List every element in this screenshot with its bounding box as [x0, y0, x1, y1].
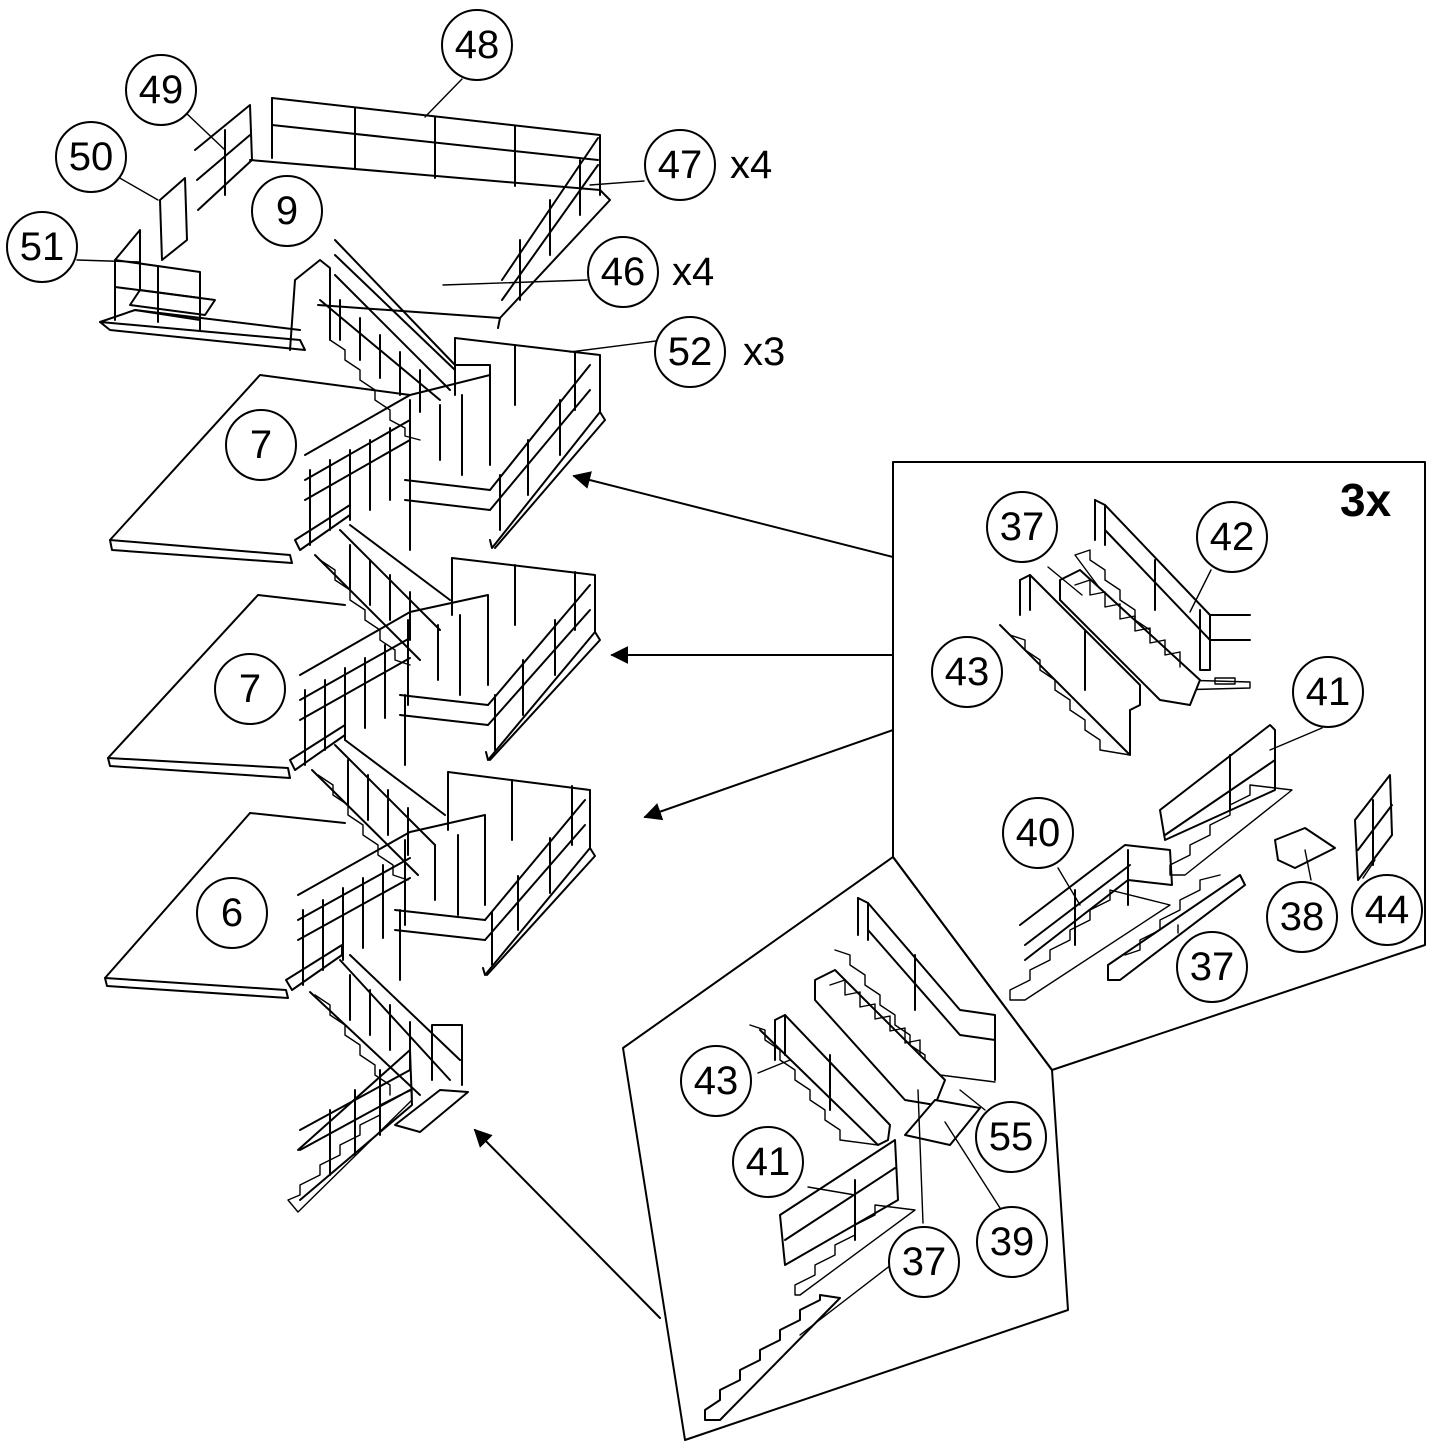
part-43-upper [999, 574, 1141, 756]
multiplier-52: x3 [743, 330, 785, 374]
callout-46: 46 [587, 236, 659, 308]
callout-50: 50 [55, 121, 127, 193]
callout-9: 9 [251, 175, 323, 247]
svg-text:37: 37 [1000, 505, 1045, 549]
detail-panel-lower [622, 856, 1069, 1441]
svg-text:6: 6 [221, 891, 243, 935]
stair-flight-mid-1 [314, 524, 451, 666]
part-41-upper [1159, 724, 1293, 876]
svg-text:41: 41 [1306, 670, 1351, 714]
svg-text:48: 48 [455, 23, 500, 67]
stair-flight-top [289, 239, 491, 441]
top-platform-9 [99, 159, 611, 351]
callout-48: 48 [441, 9, 513, 81]
floor-7-lower [107, 594, 346, 779]
callout-52: 52 [654, 316, 726, 388]
leader-lines [76, 78, 1376, 1336]
part-39 [904, 1099, 981, 1146]
callout-41-lower: 41 [732, 1126, 804, 1198]
callout-37-lower: 37 [888, 1226, 960, 1298]
callout-7-upper: 7 [225, 409, 297, 481]
svg-text:50: 50 [69, 135, 114, 179]
callout-44: 44 [1351, 874, 1423, 946]
arrows [473, 471, 894, 1319]
svg-text:44: 44 [1365, 888, 1410, 932]
part-44 [1354, 774, 1393, 881]
stair-flight-bottom [287, 954, 469, 1213]
part-43-lower [749, 1014, 891, 1146]
svg-text:47: 47 [658, 143, 703, 187]
multiplier-47: x4 [730, 143, 772, 187]
callout-47: 47 [644, 129, 716, 201]
railing-50 [159, 177, 188, 261]
part-37-steps-lower [814, 969, 946, 1106]
svg-text:55: 55 [989, 1115, 1034, 1159]
callout-38: 38 [1266, 881, 1338, 953]
callout-37-panel-top: 37 [986, 491, 1058, 563]
callout-37-panel-mid: 37 [1176, 931, 1248, 1003]
callout-43-panel: 43 [931, 636, 1003, 708]
callout-49: 49 [125, 54, 197, 126]
svg-text:49: 49 [139, 68, 184, 112]
part-37-lower-in-panel [1107, 874, 1246, 981]
floor-6 [104, 812, 346, 999]
part-37-bottom [704, 1294, 841, 1421]
svg-text:52: 52 [668, 330, 713, 374]
callout-6: 6 [196, 877, 268, 949]
part-38 [1274, 827, 1336, 869]
callout-42: 42 [1196, 501, 1268, 573]
railing-51 [114, 229, 201, 331]
detail-panel-3x [892, 461, 1426, 1071]
railing-48 [271, 97, 601, 301]
svg-text:43: 43 [945, 650, 990, 694]
svg-text:41: 41 [746, 1140, 791, 1184]
landing-upper [404, 337, 606, 551]
svg-text:7: 7 [250, 423, 272, 467]
svg-text:38: 38 [1280, 895, 1325, 939]
railing-49 [194, 104, 253, 211]
stair-flight-mid-2 [311, 739, 446, 881]
stair-flight-middle-down [289, 594, 489, 771]
callout-55: 55 [975, 1101, 1047, 1173]
part-37-steps [1059, 569, 1201, 706]
svg-text:42: 42 [1210, 515, 1255, 559]
part-40 [1009, 844, 1173, 1001]
svg-text:46: 46 [601, 250, 646, 294]
svg-text:39: 39 [990, 1220, 1035, 1264]
landing-lower [394, 771, 596, 981]
callout-43-lower: 43 [680, 1045, 752, 1117]
callout-51: 51 [6, 211, 78, 283]
landing-middle [399, 557, 601, 766]
callout-41-panel: 41 [1292, 656, 1364, 728]
svg-text:37: 37 [902, 1240, 947, 1284]
svg-text:7: 7 [239, 667, 261, 711]
callout-39: 39 [976, 1206, 1048, 1278]
stair-flight-upper-down [294, 374, 491, 551]
callout-40: 40 [1002, 797, 1074, 869]
svg-text:43: 43 [694, 1059, 739, 1103]
svg-text:9: 9 [276, 189, 298, 233]
svg-text:37: 37 [1190, 945, 1235, 989]
callout-7-lower: 7 [214, 653, 286, 725]
part-41-lower [779, 1139, 916, 1296]
floor-7-upper [109, 374, 411, 564]
svg-text:40: 40 [1016, 811, 1061, 855]
quantity-3x-label: 3x [1340, 474, 1392, 526]
stair-flight-lower-down [285, 814, 486, 991]
svg-text:51: 51 [20, 225, 65, 269]
multiplier-46: x4 [672, 250, 714, 294]
